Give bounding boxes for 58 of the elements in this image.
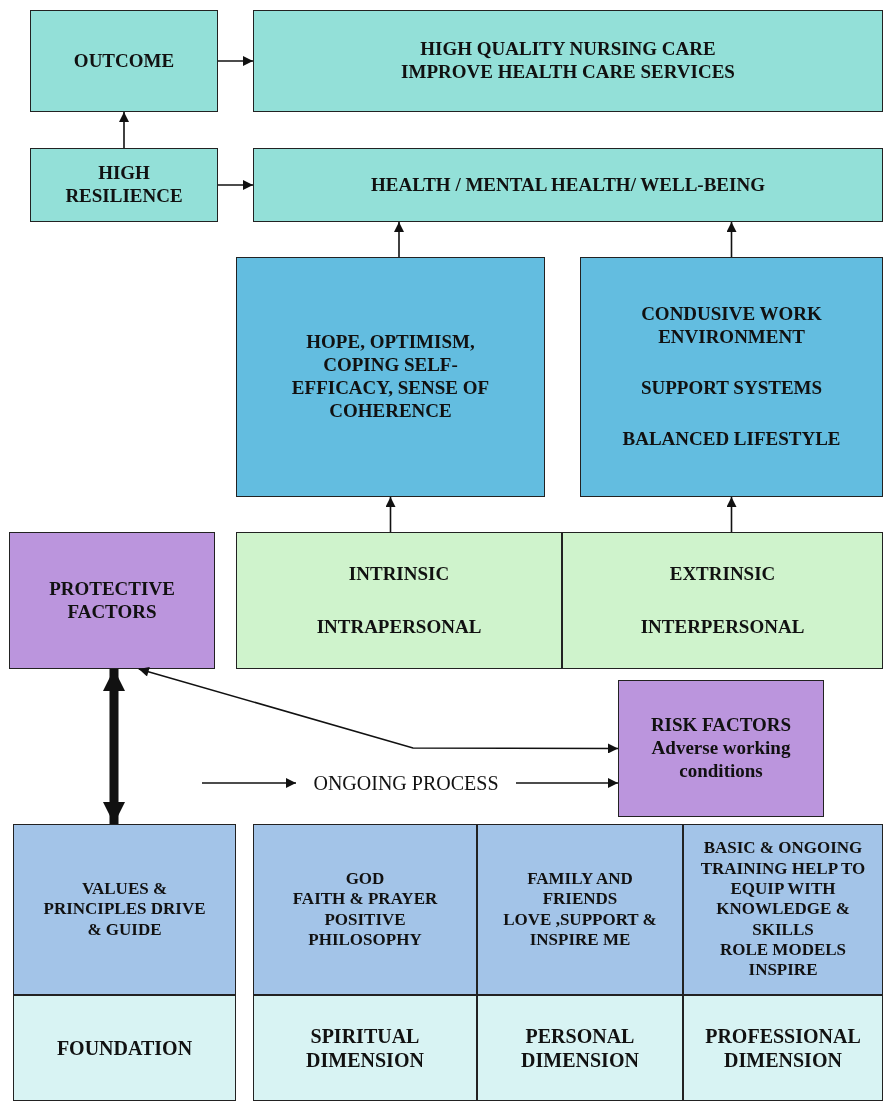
node-text: ONGOING PROCESS xyxy=(313,771,499,795)
node-text: SPIRITUAL DIMENSION xyxy=(305,1024,425,1072)
arrow xyxy=(726,221,737,258)
node-text: BASIC & ONGOING TRAINING HELP TO EQUIP WITH KNOWLEDGE & SKILLS xyxy=(699,838,867,941)
node-text: ROLE MODELS INSPIRE xyxy=(718,940,848,981)
process-box xyxy=(13,995,236,1101)
arrow xyxy=(217,56,254,66)
process-box xyxy=(562,532,883,669)
node-text: FOUNDATION xyxy=(56,1036,193,1060)
arrow xyxy=(515,778,619,788)
process-box xyxy=(30,148,218,222)
node-text: CONDUSIVE WORK ENVIRONMENT xyxy=(640,303,823,349)
process-box xyxy=(253,824,477,995)
node-text: HIGH RESILIENCE xyxy=(64,162,184,208)
node-text: HEALTH / MENTAL HEALTH/ WELL-BEING xyxy=(371,173,765,197)
process-box xyxy=(683,995,883,1101)
node-text: PERSONAL DIMENSION xyxy=(520,1024,640,1072)
node-text: INTRAPERSONAL xyxy=(316,615,482,639)
process-box xyxy=(580,257,883,497)
process-box xyxy=(236,532,562,669)
node-text: FAITH & PRAYER xyxy=(292,889,438,910)
node-text: HOPE, OPTIMISM, COPING SELF-EFFICACY, SENSE OF COHERENCE xyxy=(290,331,491,423)
node-text: OUTCOME xyxy=(73,49,175,73)
arrow xyxy=(217,180,254,190)
process-box xyxy=(30,10,218,112)
process-box xyxy=(13,824,236,995)
node-text: INTERPERSONAL xyxy=(640,615,805,639)
node-text: GOD xyxy=(345,868,385,890)
process-box xyxy=(683,824,883,995)
process-box xyxy=(618,680,824,817)
arrow xyxy=(201,778,297,788)
process-box xyxy=(253,10,883,112)
process-box xyxy=(253,995,477,1101)
arrow xyxy=(103,669,125,824)
node-text: PROTECTIVE FACTORS xyxy=(48,577,176,624)
node-text: PROFESSIONAL DIMENSION xyxy=(704,1024,862,1072)
node-text: SUPPORT SYSTEMS xyxy=(640,377,823,400)
process-box xyxy=(477,824,683,995)
process-box xyxy=(477,995,683,1101)
node-text: HIGH QUALITY NURSING CARE xyxy=(420,38,716,61)
arrow xyxy=(385,496,396,533)
process-box xyxy=(253,148,883,222)
node-text: IMPROVE HEALTH CARE SERVICES xyxy=(401,61,735,84)
process-box xyxy=(9,532,215,669)
node-text: POSITIVE PHILOSOPHY xyxy=(307,909,423,951)
process-box xyxy=(236,257,545,497)
node-text: FAMILY AND FRIENDS xyxy=(526,868,634,910)
arrow xyxy=(394,221,404,258)
node-text: Adverse working conditions xyxy=(650,737,792,783)
node-text: EXTRINSIC xyxy=(669,562,776,586)
node-text: INTRINSIC xyxy=(348,562,450,586)
node-text: VALUES & PRINCIPLES DRIVE & GUIDE xyxy=(42,878,207,941)
node-text: RISK FACTORS xyxy=(650,714,792,738)
arrow xyxy=(138,666,619,754)
arrow xyxy=(119,111,129,149)
node-text: LOVE ,SUPPORT & INSPIRE ME xyxy=(502,909,658,951)
arrow xyxy=(726,496,737,533)
node-text: BALANCED LIFESTYLE xyxy=(622,427,841,451)
